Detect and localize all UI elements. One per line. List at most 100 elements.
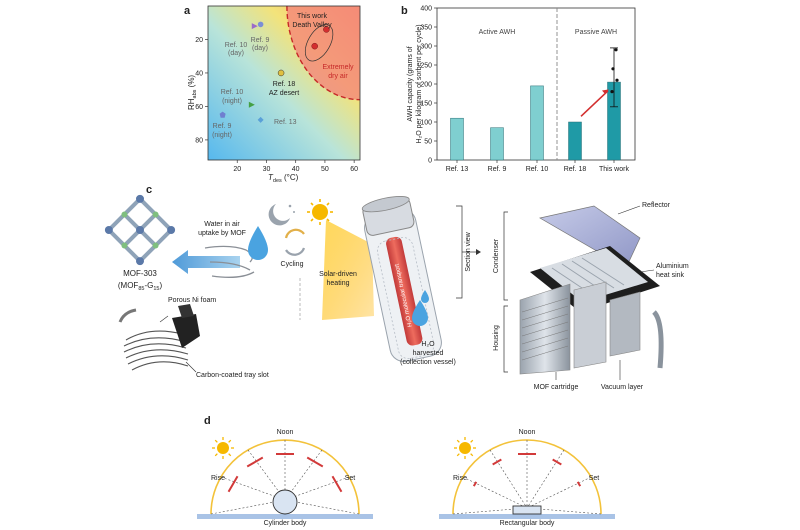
- this-work-label-line1: This work: [297, 13, 327, 20]
- intensity-mark: [227, 475, 239, 493]
- category-label: Ref. 9: [488, 166, 507, 173]
- ground-bar: [197, 514, 373, 519]
- y-tick-label: 400: [420, 6, 432, 13]
- mof-formula-start: (MOF: [118, 281, 139, 290]
- left-noon-label: Noon: [277, 429, 294, 436]
- this-work-ellipse: [304, 24, 334, 62]
- solar-label-line2: heating: [327, 280, 350, 287]
- y-tick-label: 200: [420, 82, 432, 89]
- uptake-label-line1: Water in air: [204, 221, 240, 228]
- tray-illustration: [118, 304, 200, 371]
- panel-a-points: [219, 21, 330, 123]
- mof-formula: (MOF85-G15): [118, 281, 163, 292]
- cycling-arrows-icon: [284, 228, 306, 256]
- panel-label-a: a: [184, 5, 191, 17]
- right-body-label: Rectangular body: [500, 520, 555, 527]
- panel-a-y-axis-label: RHabs (%): [187, 75, 198, 110]
- tray-leader: [185, 361, 197, 373]
- panel-a-frame: [207, 5, 361, 161]
- y-axis-subscript: abs: [192, 89, 198, 98]
- sun-ray: [526, 449, 565, 509]
- harvested-label-line1: H₂O: [421, 341, 435, 348]
- mof-formula-mid: -G: [144, 281, 153, 290]
- porous-foam-label: Porous Ni foam: [168, 297, 216, 304]
- uptake-label-line2: uptake by MOF: [198, 230, 246, 237]
- panel-b-bars: [450, 47, 621, 161]
- ref9-day-label-line2: (day): [252, 45, 268, 52]
- ref9-day-label-line1: Ref. 9: [251, 37, 270, 44]
- intensity-mark: [331, 475, 343, 493]
- ref10-day-point: [251, 23, 258, 30]
- y-tick-label: 300: [420, 44, 432, 51]
- sun-icon: [459, 442, 471, 454]
- ref10-day-label-line2: (day): [228, 50, 244, 57]
- this-work-point: [311, 42, 318, 50]
- category-label: This work: [599, 166, 629, 173]
- cycling-label: Cycling: [281, 261, 304, 268]
- intensity-mark: [306, 456, 324, 468]
- heat-sink-label-line2: heat sink: [656, 272, 685, 279]
- panel-b-y-label-line2: H₂O per kilogram of sorbent per cycle): [416, 24, 423, 143]
- reflector-leader: [617, 205, 641, 215]
- x-tick-label: 60: [350, 166, 358, 173]
- mof-cartridge-label: MOF cartridge: [534, 384, 579, 391]
- sun-icon: [217, 442, 229, 454]
- harvested-label-line2: harvested: [413, 350, 444, 357]
- y-tick-label: 250: [420, 63, 432, 70]
- water-drop-icon: [248, 226, 268, 260]
- mof-name: MOF-303: [123, 269, 157, 278]
- uptake-arrow: [172, 250, 240, 274]
- sun-ray-icon: [470, 453, 474, 457]
- ref10-day-label-line1: Ref. 10: [225, 42, 248, 49]
- sun-ray: [526, 476, 592, 509]
- sun-ray-icon: [228, 439, 232, 443]
- y-axis-unit: (%): [187, 75, 196, 90]
- x-axis-subscript: des: [273, 178, 282, 184]
- ref9-night-label-line2: (night): [212, 132, 232, 139]
- x-tick-label: 20: [233, 166, 241, 173]
- y-tick-label: 100: [420, 120, 432, 127]
- ref9-night-label-line1: Ref. 9: [213, 123, 232, 130]
- ref18-point: [277, 69, 285, 77]
- y-tick-label: 20: [195, 37, 203, 44]
- sun-ray: [284, 499, 360, 515]
- right-set-label: Set: [589, 475, 600, 482]
- y-tick-label: 80: [195, 137, 203, 144]
- region-label-line1: Extremely: [322, 64, 354, 71]
- data-dot: [611, 67, 615, 71]
- x-axis-unit: (°C): [282, 173, 299, 182]
- moon-icon: [268, 204, 295, 226]
- bar: [490, 127, 504, 161]
- device-cylinder: H₂O molecular transport: [361, 196, 442, 362]
- ref10-night-label-line2: (night): [222, 98, 242, 105]
- sun-ray: [489, 449, 528, 509]
- category-label: Ref. 13: [446, 166, 469, 173]
- ref18-label-line1: Ref. 18: [273, 81, 296, 88]
- wind-swirls: [204, 245, 255, 278]
- y-axis-symbol: RH: [187, 98, 196, 110]
- group-label-passive: Passive AWH: [575, 29, 617, 36]
- panel-d-cylinder-diagram: [197, 437, 373, 519]
- droplet-icon-small: [421, 290, 429, 303]
- condenser-label: Condenser: [493, 238, 500, 273]
- droplet-icon-large: [412, 300, 428, 326]
- ref10-night-point: [248, 101, 255, 108]
- tray-slot-label: Carbon-coated tray slot: [196, 372, 269, 379]
- extremely-dry-region: [286, 6, 360, 100]
- left-rise-label: Rise: [211, 475, 225, 482]
- data-dot: [614, 48, 618, 52]
- sun-ray-icon: [214, 453, 218, 457]
- data-dot: [615, 78, 619, 82]
- sun-ray-icon: [228, 453, 232, 457]
- y-tick-label: 60: [195, 104, 203, 111]
- ref9-day-point: [257, 21, 264, 28]
- rectangular-body: [512, 505, 542, 515]
- bar: [530, 85, 544, 161]
- intensity-mark: [246, 456, 264, 468]
- category-label: Ref. 10: [526, 166, 549, 173]
- heat-sink-leader: [639, 269, 655, 273]
- housing-label: Housing: [493, 325, 500, 351]
